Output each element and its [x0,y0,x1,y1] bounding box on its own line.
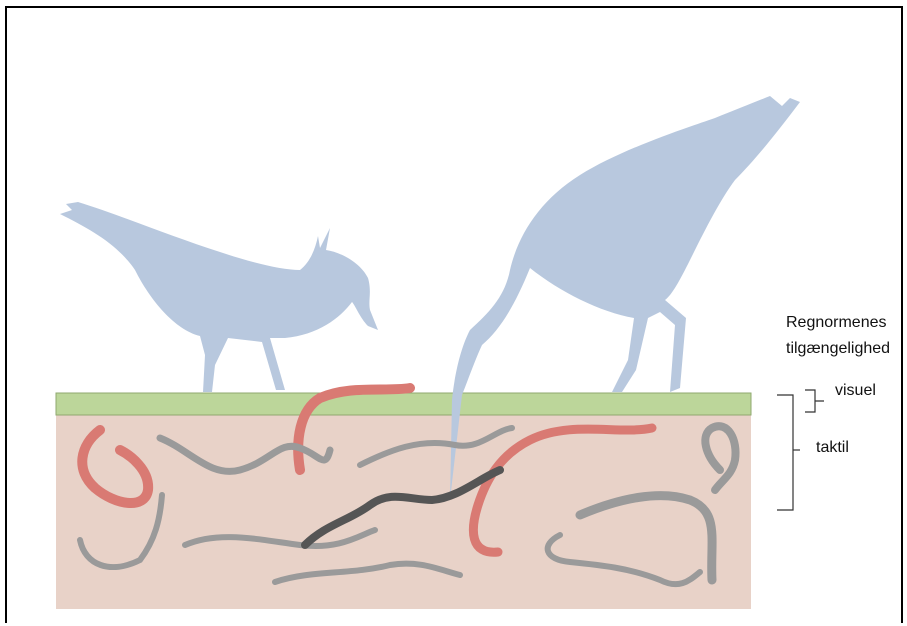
tactile-label: taktil [816,437,849,459]
title-line-1: Regnormenes [786,312,887,334]
grass-layer [56,393,751,415]
visual-bracket [805,390,824,412]
title-line-2: tilgængelighed [786,338,890,360]
visual-label: visuel [835,380,876,402]
lapwing-silhouette-icon [60,202,378,392]
outer-bracket [777,395,793,510]
